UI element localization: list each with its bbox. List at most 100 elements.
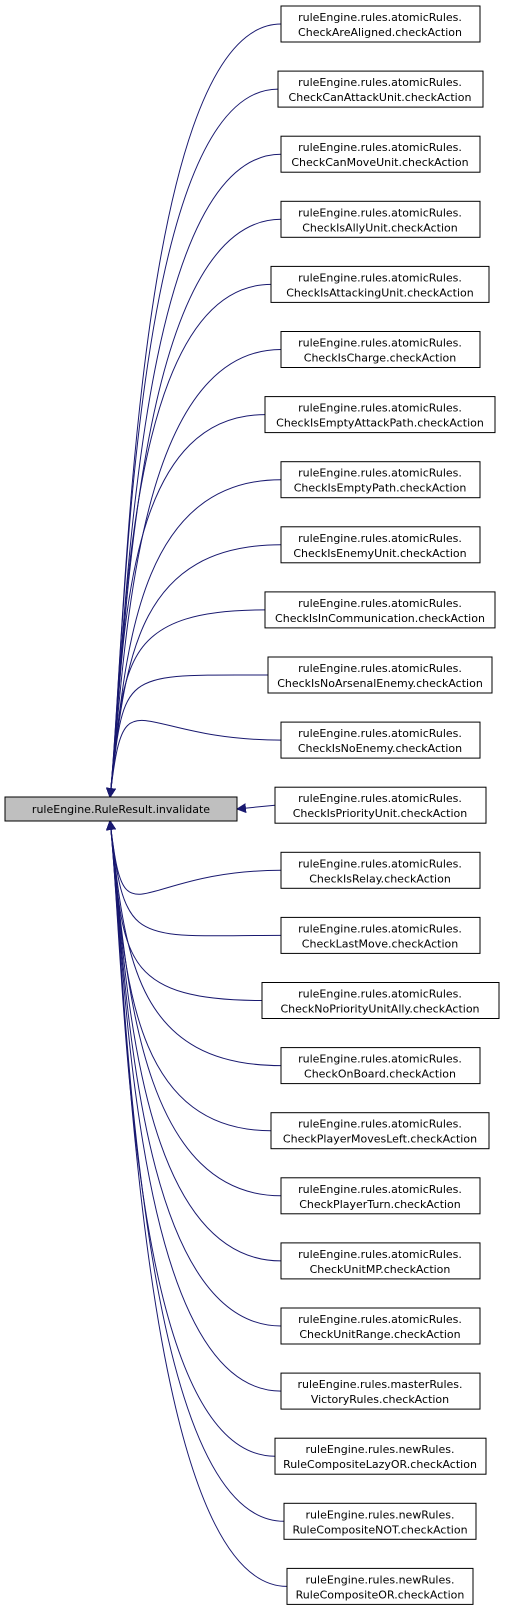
caller-node-package: ruleEngine.rules.atomicRules.: [298, 922, 462, 935]
caller-node-method: CheckIsNoArsenalEnemy.checkAction: [277, 677, 483, 690]
caller-node-box: [280, 331, 481, 368]
caller-nodes: ruleEngine.rules.atomicRules.CheckAreAli…: [261, 5, 500, 1605]
call-edge: [106, 414, 266, 798]
root-node-label: ruleEngine.RuleResult.invalidate: [32, 803, 210, 816]
call-edge: [106, 153, 282, 798]
caller-node-method: CheckIsEmptyAttackPath.checkAction: [276, 417, 484, 430]
caller-node-package: ruleEngine.rules.atomicRules.: [298, 1118, 462, 1131]
caller-node-package: ruleEngine.rules.atomicRules.: [298, 1183, 462, 1196]
caller-node-box: [270, 265, 490, 303]
caller-node-method: CheckCanAttackUnit.checkAction: [289, 91, 472, 104]
caller-node[interactable]: ruleEngine.rules.atomicRules.CheckPlayer…: [280, 1177, 481, 1215]
caller-node[interactable]: ruleEngine.rules.atomicRules.CheckIsChar…: [280, 331, 481, 368]
call-edge: [106, 820, 282, 1067]
caller-node[interactable]: ruleEngine.rules.atomicRules. CheckIsAlly…: [280, 200, 481, 238]
caller-node[interactable]: ruleEngine.rules.atomicRules.CheckIsEmpt…: [264, 396, 496, 434]
caller-node-method: CheckIsCharge.checkAction: [304, 352, 456, 365]
caller-node-method: CheckPlayerMovesLeft.checkAction: [283, 1133, 477, 1146]
caller-node-package: ruleEngine.rules.atomicRules.: [298, 467, 462, 480]
caller-node-method: CheckIsRelay.checkAction: [309, 872, 451, 885]
caller-node-box: [277, 70, 484, 108]
caller-node-box: [274, 1437, 487, 1475]
caller-node[interactable]: ruleEngine.rules.masterRules.VictoryRule…: [280, 1372, 481, 1410]
caller-node[interactable]: ruleEngine.rules.atomicRules.CheckIsPrio…: [274, 786, 487, 824]
caller-node[interactable]: ruleEngine.rules.atomicRules.CheckIsAtta…: [270, 265, 490, 303]
call-edge: [106, 674, 269, 798]
caller-node-package: ruleEngine.rules.newRules.: [306, 1443, 455, 1456]
call-edge: [106, 820, 282, 1327]
caller-node-method: CheckIsNoEnemy.checkAction: [298, 742, 462, 755]
caller-node-method: CheckIsEmptyPath.checkAction: [294, 482, 467, 495]
caller-node-box: [280, 5, 481, 43]
caller-node-package: ruleEngine.rules.atomicRules.: [298, 662, 462, 675]
caller-node[interactable]: ruleEngine.rules.atomicRules. CheckIsEnem…: [280, 526, 481, 564]
caller-node-package: ruleEngine.rules.newRules.: [306, 1573, 455, 1586]
caller-node-package: ruleEngine.rules.newRules.: [306, 1508, 455, 1521]
caller-node-package: ruleEngine.rules.atomicRules.: [298, 532, 462, 545]
caller-node-package: ruleEngine.rules.atomicRules.: [298, 1248, 462, 1261]
caller-node[interactable]: ruleEngine.rules.atomicRules. CheckPlayer…: [270, 1112, 490, 1150]
caller-node[interactable]: ruleEngine.rules.atomicRules. CheckLastMo…: [280, 916, 481, 954]
caller-node-box: [261, 982, 500, 1019]
caller-node-method: CheckIsEnemyUnit.checkAction: [293, 547, 466, 560]
caller-node-box: [280, 916, 481, 954]
caller-node-box: [280, 721, 481, 759]
caller-node-package: ruleEngine.rules.masterRules.: [297, 1378, 462, 1391]
edges: [106, 23, 288, 1587]
caller-node-method: CheckOnBoard.checkAction: [304, 1068, 456, 1081]
caller-node[interactable]: ruleEngine.rules.newRules. RuleCompositeL…: [274, 1437, 487, 1475]
caller-node-package: ruleEngine.rules.atomicRules.: [298, 597, 462, 610]
caller-node[interactable]: ruleEngine.rules.atomicRules. CheckUnitMP…: [280, 1242, 481, 1280]
root-node[interactable]: ruleEngine.RuleResult.invalidate: [4, 796, 238, 822]
caller-node-box: [264, 396, 496, 434]
caller-node-method: CheckLastMove.checkAction: [302, 937, 458, 950]
caller-node-box: [280, 1372, 481, 1410]
caller-node[interactable]: ruleEngine.rules.atomicRules.CheckAreAli…: [280, 5, 481, 43]
caller-node-method: CheckUnitMP.checkAction: [310, 1263, 451, 1276]
caller-node-method: RuleCompositeOR.checkAction: [296, 1588, 465, 1601]
caller-node-method: CheckIsAttackingUnit.checkAction: [286, 286, 474, 299]
caller-node[interactable]: ruleEngine.rules.atomicRules. CheckUnitRa…: [280, 1307, 481, 1345]
caller-node-package: ruleEngine.rules.atomicRules.: [298, 727, 462, 740]
root-node-box: [4, 796, 238, 822]
call-edge: [236, 803, 276, 814]
caller-node[interactable]: ruleEngine.rules.atomicRules. CheckIsInCo…: [264, 591, 496, 629]
call-edge: [106, 218, 282, 798]
caller-node-box: [264, 591, 496, 629]
caller-node-box: [274, 786, 487, 824]
caller-node[interactable]: ruleEngine.rules.atomicRules. CheckIsEmpt…: [280, 461, 481, 499]
caller-node-box: [280, 200, 481, 238]
caller-node[interactable]: ruleEngine.rules.newRules. RuleCompositeO…: [286, 1567, 474, 1605]
caller-node-method: CheckUnitRange.checkAction: [299, 1328, 460, 1341]
call-edge: [106, 609, 266, 798]
caller-node[interactable]: ruleEngine.rules.atomicRules. CheckIsNoAr…: [267, 656, 493, 694]
caller-node-method: CheckIsAllyUnit.checkAction: [302, 221, 458, 234]
caller-node-box: [280, 1307, 481, 1345]
caller-node-method: CheckCanMoveUnit.checkAction: [291, 156, 468, 169]
caller-node-package: ruleEngine.rules.atomicRules.: [298, 1313, 462, 1326]
caller-node[interactable]: ruleEngine.rules.atomicRules.CheckCanAtt…: [277, 70, 484, 108]
call-edge: [106, 719, 282, 798]
caller-node[interactable]: ruleEngine.rules.atomicRules.CheckCanMov…: [280, 135, 481, 173]
call-edge: [106, 820, 282, 895]
caller-node-box: [270, 1112, 490, 1150]
caller-node-package: ruleEngine.rules.atomicRules.: [298, 988, 462, 1001]
caller-node[interactable]: ruleEngine.rules.atomicRules.CheckNoPrio…: [261, 982, 500, 1019]
caller-node-box: [280, 526, 481, 564]
caller-node[interactable]: ruleEngine.rules.atomicRules.CheckOnBoar…: [280, 1047, 481, 1085]
caller-node-package: ruleEngine.rules.atomicRules.: [298, 857, 462, 870]
call-edge: [106, 544, 282, 798]
caller-node-box: [267, 656, 493, 694]
caller-node-box: [283, 1502, 477, 1540]
caller-node[interactable]: ruleEngine.rules.atomicRules. CheckIsNoEn…: [280, 721, 481, 759]
caller-node[interactable]: ruleEngine.rules.atomicRules. CheckIsRela…: [280, 851, 481, 889]
call-edge: [106, 820, 285, 1522]
caller-node-box: [286, 1567, 474, 1605]
caller-node-method: CheckIsInCommunication.checkAction: [275, 612, 485, 625]
caller-node-package: ruleEngine.rules.atomicRules.: [298, 792, 462, 805]
caller-node[interactable]: ruleEngine.rules.newRules.RuleCompositeN…: [283, 1502, 477, 1540]
caller-node-method: RuleCompositeLazyOR.checkAction: [283, 1458, 477, 1471]
call-edge: [106, 820, 288, 1587]
caller-node-package: ruleEngine.rules.atomicRules.: [298, 206, 462, 219]
